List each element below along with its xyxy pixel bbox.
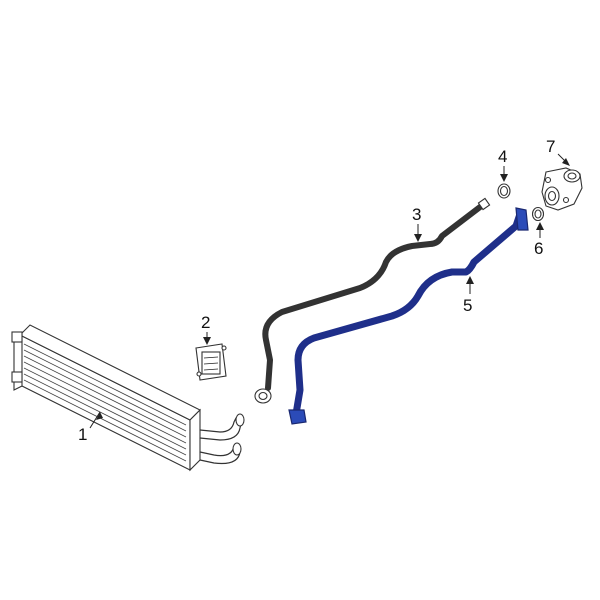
callout-label-1: 1: [78, 425, 87, 444]
o-ring-part-4[interactable]: [497, 183, 511, 199]
cooler-line-part-3[interactable]: [254, 197, 491, 404]
callout-label-5: 5: [463, 296, 472, 315]
callout-label-3: 3: [412, 205, 421, 224]
callout-6: 6: [534, 222, 544, 258]
callout-label-6: 6: [534, 239, 543, 258]
oil-cooler-part-1[interactable]: [11, 324, 245, 472]
bracket-part-2[interactable]: [195, 343, 227, 381]
callout-7: 7: [546, 137, 570, 166]
callout-label-2: 2: [201, 313, 210, 332]
housing-part-7[interactable]: [541, 167, 583, 211]
callout-1: 1: [78, 411, 103, 444]
callout-3: 3: [412, 205, 422, 242]
callout-5: 5: [463, 276, 474, 315]
cooler-line-part-5-highlighted[interactable]: [288, 207, 529, 425]
o-ring-part-6[interactable]: [531, 206, 545, 222]
callout-4: 4: [498, 147, 508, 182]
callout-label-7: 7: [546, 137, 555, 156]
callout-label-4: 4: [498, 147, 507, 166]
callout-2: 2: [201, 313, 211, 345]
